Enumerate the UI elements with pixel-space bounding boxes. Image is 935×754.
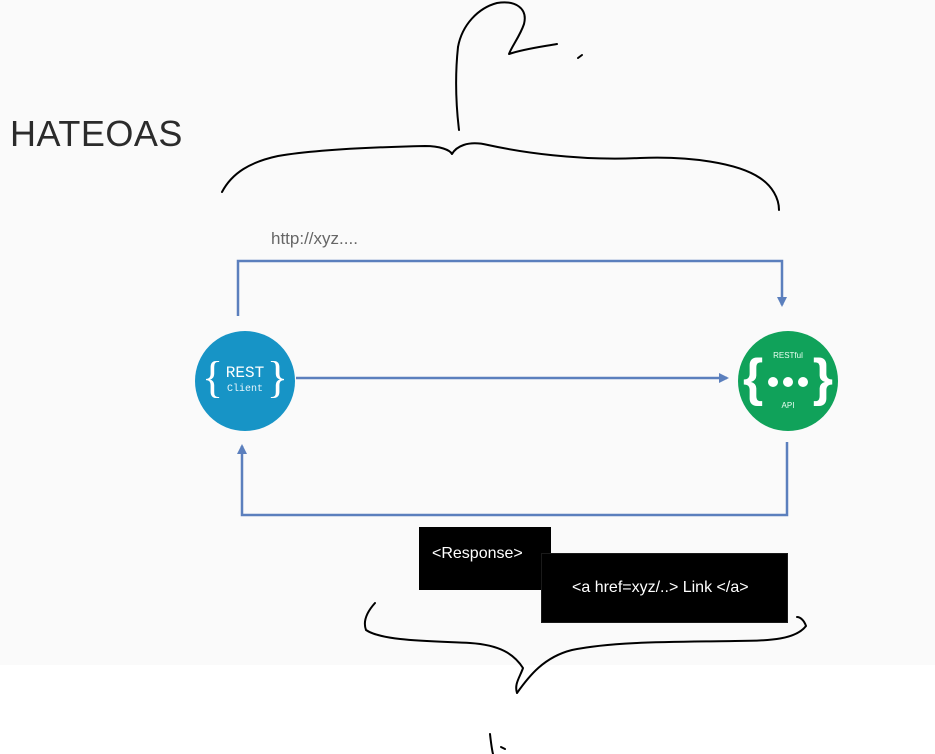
client-subtitle: Client (226, 384, 263, 395)
left-brace-icon: { (202, 353, 224, 402)
response-box: <Response> (419, 527, 551, 590)
right-brace-icon: } (266, 353, 288, 402)
request-arrow-top (236, 259, 787, 316)
api-right-brace-icon: } (812, 349, 833, 407)
url-label: http://xyz.... (271, 229, 358, 248)
response-label: <Response> (432, 544, 523, 562)
response-arrow-bottom (237, 442, 789, 517)
api-top-label: RESTful (773, 351, 803, 360)
link-box: <a href=xyz/..> Link </a> (541, 553, 788, 623)
api-left-brace-icon: { (743, 349, 764, 407)
api-bottom-label: API (781, 401, 795, 410)
link-text: <a href=xyz/..> Link </a> (572, 579, 749, 596)
client-title: REST (225, 364, 265, 382)
slide-title: HATEOAS (10, 113, 183, 154)
restful-api-node: RESTful { } API (738, 331, 838, 431)
rest-client-node: { REST Client } (195, 331, 295, 431)
ellipsis-icon (768, 375, 808, 389)
